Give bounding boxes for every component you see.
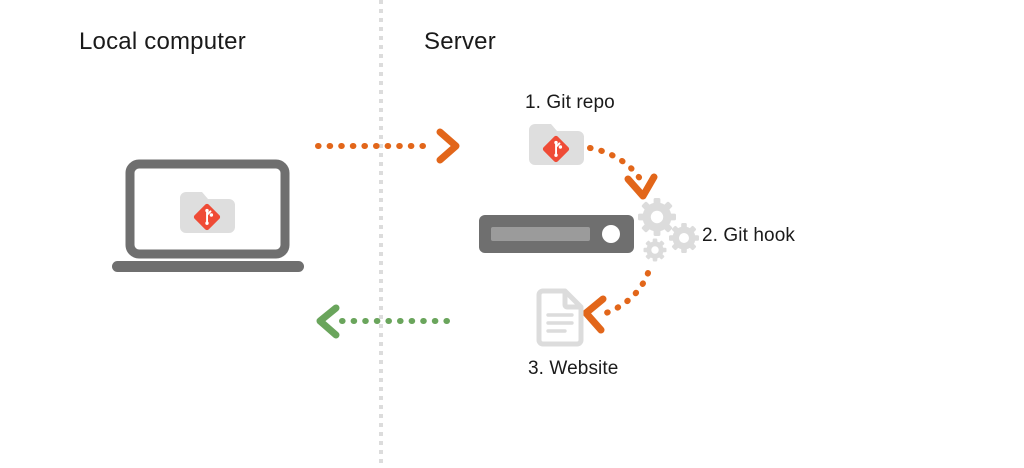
serve-arrow-server-to-local — [316, 304, 457, 339]
gear-large — [638, 198, 676, 236]
document-page — [536, 288, 584, 347]
git-logo-icon — [193, 203, 221, 231]
repo-to-hook-dots — [587, 145, 646, 187]
server-icon — [479, 215, 634, 253]
serve-arrow-head — [316, 304, 340, 339]
folder-git-icon-laptop — [180, 192, 235, 233]
push-arrow-head — [436, 128, 460, 164]
laptop-base — [112, 261, 304, 272]
git-logo-icon — [542, 135, 570, 163]
gears-icon — [638, 198, 699, 262]
server-power-led — [602, 225, 620, 243]
zone-title-local-computer: Local computer — [79, 28, 246, 55]
step-label-git-repo: 1. Git repo — [525, 92, 615, 113]
hook-to-website-dots — [597, 270, 651, 318]
push-arrow-local-to-server — [315, 128, 460, 164]
step-label-website: 3. Website — [528, 358, 619, 379]
laptop-icon — [112, 159, 304, 272]
step-label-git-hook: 2. Git hook — [702, 225, 795, 246]
zone-title-server: Server — [424, 28, 496, 55]
repo-to-hook-arrow — [587, 145, 658, 200]
git-repo-folder — [529, 124, 584, 165]
document-icon — [536, 288, 584, 347]
document-folded-corner — [562, 291, 581, 310]
server-slot — [491, 227, 590, 241]
zone-divider-line — [379, 0, 383, 468]
gear-small — [643, 238, 667, 262]
hook-to-website-arrow — [582, 270, 651, 334]
hook-to-website-head — [582, 295, 607, 334]
laptop-screen-bezel — [125, 159, 290, 259]
repo-to-hook-head — [624, 173, 658, 200]
gear-medium — [669, 223, 699, 253]
document-text-lines — [546, 313, 574, 333]
